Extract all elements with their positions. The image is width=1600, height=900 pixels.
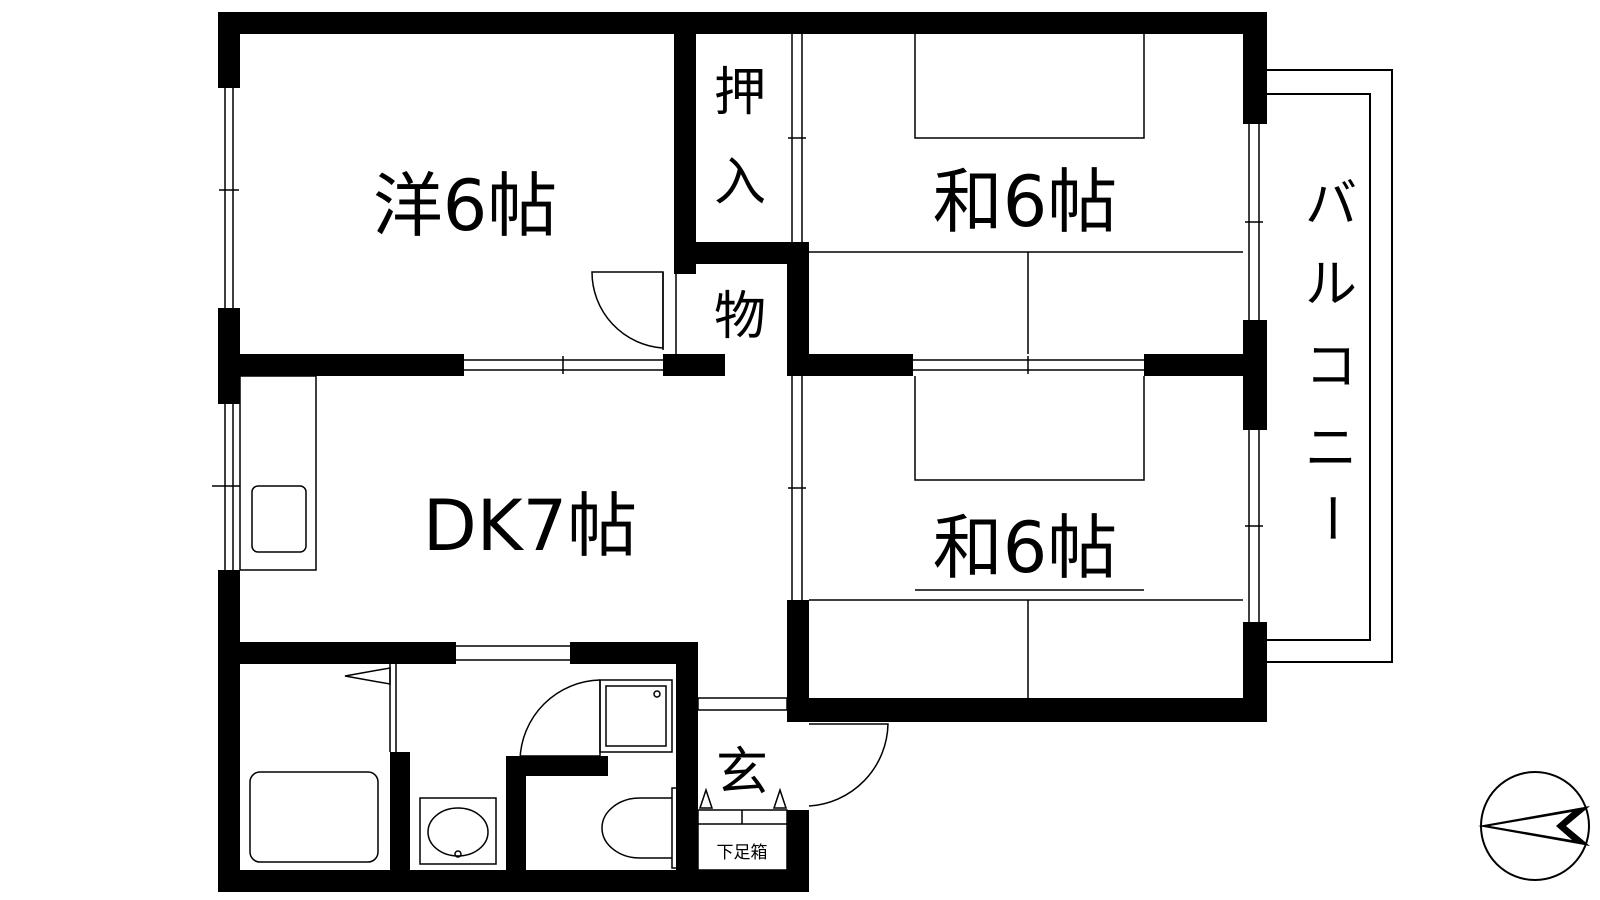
- tatami-upper: [809, 34, 1243, 354]
- entrance-label: 玄: [716, 743, 768, 803]
- balcony-label-char-1: バ: [1305, 175, 1357, 235]
- tatami-lower: [809, 376, 1243, 698]
- doors: [344, 264, 889, 807]
- entrance-area: [697, 697, 788, 871]
- japanese-room-upper-label: 和6帖: [933, 161, 1118, 243]
- windows: [212, 34, 1263, 661]
- closet-label-bottom: 入: [714, 153, 766, 213]
- balcony-label-char-5: ー: [1300, 492, 1360, 544]
- kitchen-counter: [239, 375, 317, 571]
- balcony-label-char-2: ル: [1305, 255, 1357, 315]
- dining-kitchen-label: DK7帖: [423, 485, 637, 567]
- balcony-label-char-4: ニ: [1305, 419, 1357, 479]
- walls: [218, 12, 1267, 892]
- japanese-room-lower-label: 和6帖: [933, 507, 1118, 589]
- western-room-label: 洋6帖: [373, 165, 558, 247]
- shoe-cabinet-label: 下足箱: [717, 843, 768, 863]
- compass-icon: [1478, 771, 1590, 881]
- bathroom-fixtures: [249, 679, 679, 869]
- balcony-label-char-3: コ: [1305, 337, 1357, 397]
- balcony: [1267, 69, 1393, 663]
- storage-label: 物: [714, 287, 766, 347]
- closet-label-top: 押: [714, 63, 766, 123]
